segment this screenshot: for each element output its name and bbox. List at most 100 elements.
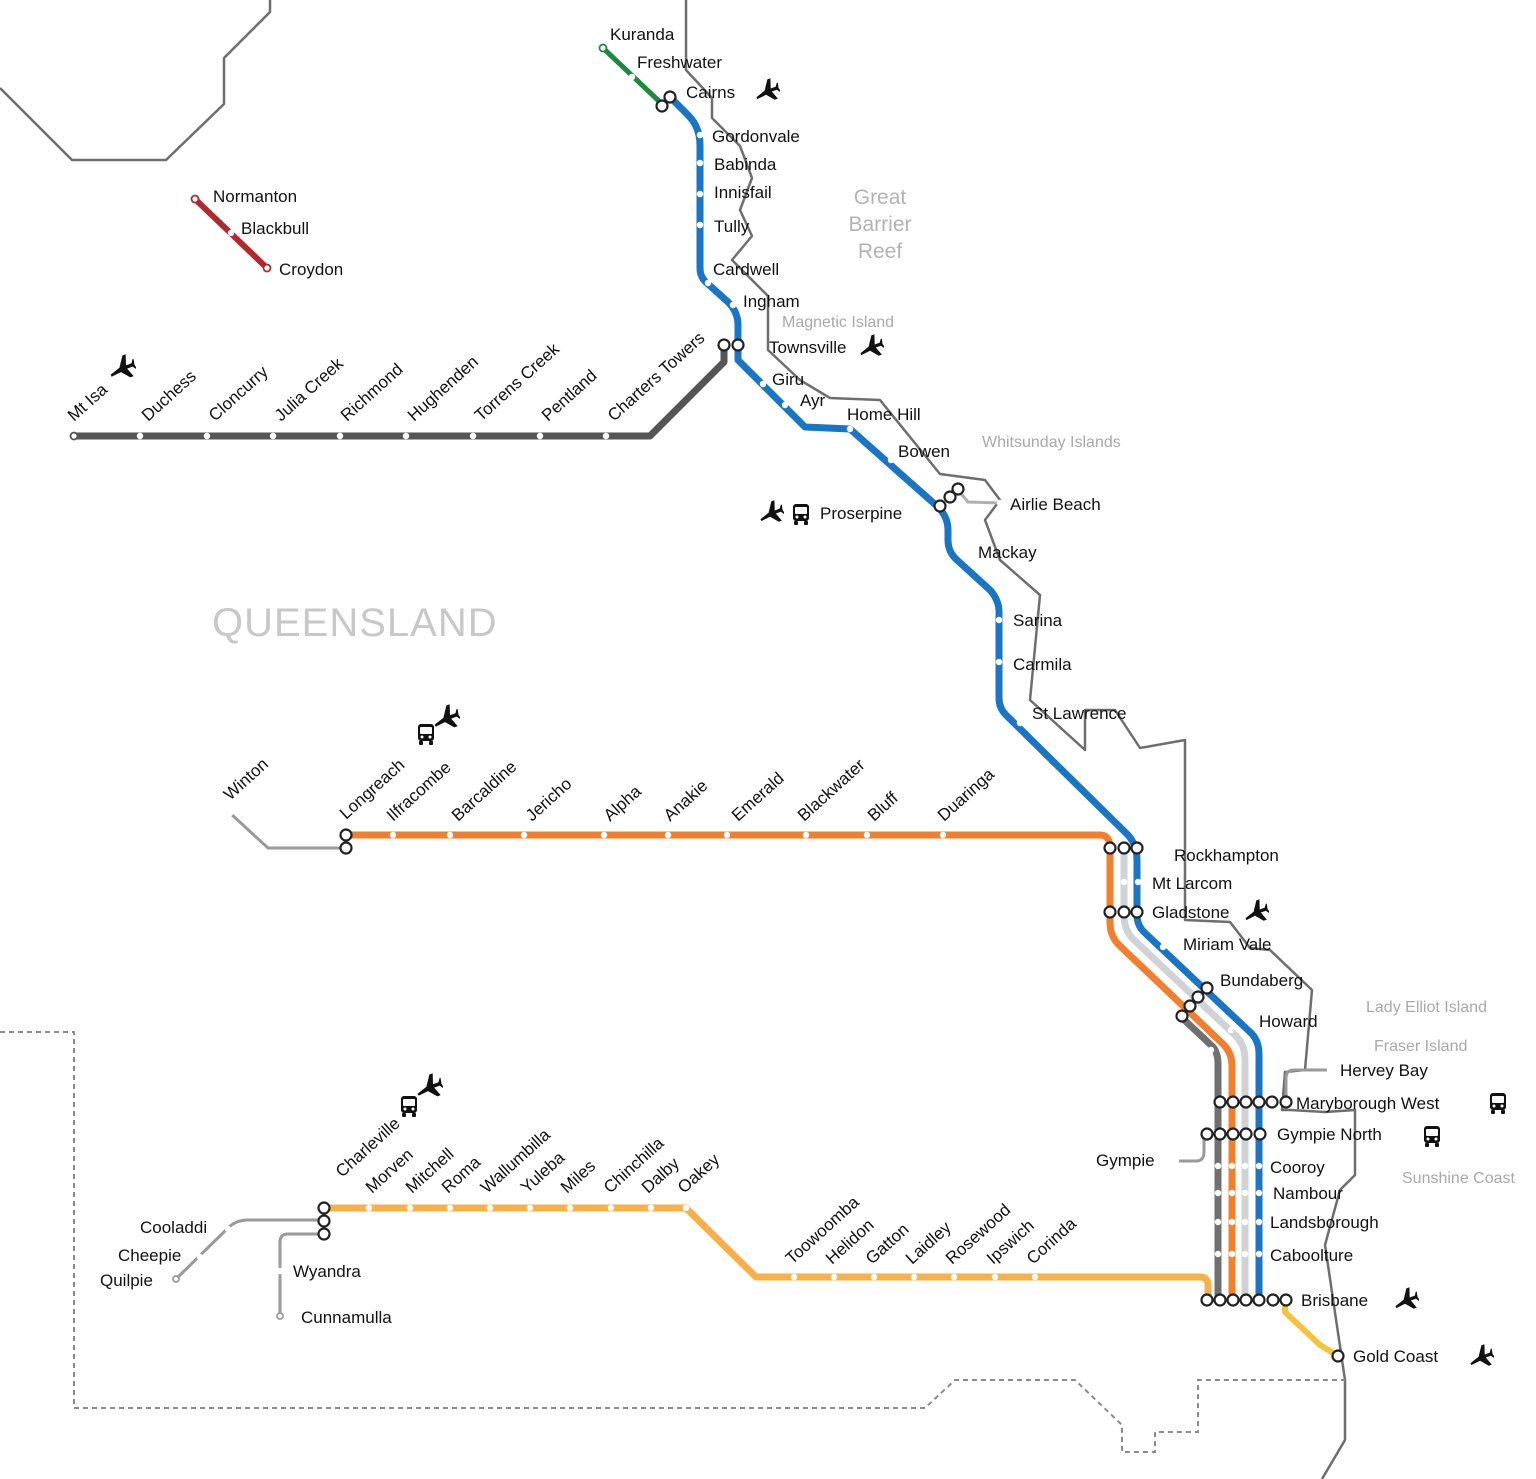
- magnetic-island-label: Magnetic Island: [782, 314, 894, 331]
- station-label-proserpine: Proserpine: [820, 504, 902, 523]
- station-dot: [950, 1273, 958, 1281]
- station-dot: [276, 1267, 284, 1275]
- station-dot: [846, 425, 854, 433]
- station-label-cairns: Cairns: [686, 83, 735, 102]
- station-label-quilpie: Quilpie: [100, 1271, 153, 1290]
- station-dot: [830, 1273, 838, 1281]
- westlander-line: [320, 1204, 1212, 1304]
- station-dot: [647, 1204, 655, 1212]
- interchange-ring: [1200, 1127, 1214, 1141]
- interchange-ring: [1266, 1293, 1280, 1307]
- interchange-ring: [731, 338, 745, 352]
- station-label-duaringa: Duaringa: [934, 764, 998, 825]
- station-dot: [696, 159, 704, 167]
- interchange-markers: [69, 43, 1345, 1363]
- station-dot: [1214, 1189, 1222, 1197]
- station-dot: [136, 432, 144, 440]
- station-dot: [1241, 1218, 1249, 1226]
- station-dot: [1227, 1026, 1235, 1034]
- interchange-ring: [1117, 905, 1131, 919]
- station-dot: [1031, 1273, 1039, 1281]
- reef-label-2: Barrier: [848, 213, 911, 236]
- station-label-oakey: Oakey: [674, 1150, 724, 1197]
- station-label-rockhampton: Rockhampton: [1174, 846, 1279, 865]
- station-label-gladstone: Gladstone: [1152, 903, 1230, 922]
- station-dot: [1159, 943, 1167, 951]
- longreach-bus-icon: [418, 724, 434, 745]
- station-dot: [995, 616, 1003, 624]
- station-label-carmila: Carmila: [1013, 655, 1072, 674]
- interchange-ring: [655, 99, 669, 113]
- station-dot: [600, 831, 608, 839]
- station-label-hughenden: Hughenden: [404, 352, 482, 425]
- station-dot: [1326, 1066, 1334, 1074]
- station-label-blackwater: Blackwater: [794, 755, 869, 825]
- station-label-gympie: Gympie: [1096, 1151, 1155, 1170]
- station-label-hervey-bay: Hervey Bay: [1340, 1061, 1428, 1080]
- cunnamulla-spur: [278, 1232, 326, 1318]
- interchange-ring: [317, 1201, 331, 1215]
- interchange-ring: [1103, 905, 1117, 919]
- station-dot: [723, 831, 731, 839]
- station-dot: [389, 831, 397, 839]
- interchange-ring: [943, 490, 957, 504]
- station-dot: [1228, 1162, 1236, 1170]
- station-label-bowen: Bowen: [898, 442, 950, 461]
- tilt-train-line: [1120, 844, 1249, 1304]
- interchange-ring: [1279, 1095, 1293, 1109]
- station-dot: [336, 432, 344, 440]
- interchange-ring: [172, 1275, 180, 1283]
- station-label-home-hill: Home Hill: [847, 405, 921, 424]
- interchange-ring: [1175, 1009, 1189, 1023]
- interchange-ring: [1279, 1293, 1293, 1307]
- station-label-wyandra: Wyandra: [293, 1262, 361, 1281]
- station-dot: [1228, 1218, 1236, 1226]
- interchange-ring: [1213, 1293, 1227, 1307]
- gold-coast-airplane-icon: [1468, 1344, 1494, 1370]
- maryborough-bus-icon: [1490, 1093, 1506, 1114]
- coastline: [0, 0, 1357, 1479]
- station-label-alpha: Alpha: [600, 781, 645, 825]
- station-label-winton: Winton: [220, 754, 272, 804]
- station-dot: [520, 831, 528, 839]
- mt-isa-airplane-icon: [108, 354, 136, 382]
- station-dot: [1214, 1250, 1222, 1258]
- station-dot: [781, 401, 789, 409]
- station-label-st-lawrence: St Lawrence: [1032, 704, 1127, 723]
- interchange-ring: [1239, 1293, 1253, 1307]
- interchange-ring: [1226, 1095, 1240, 1109]
- station-label-mackay: Mackay: [978, 543, 1037, 562]
- interchange-ring: [190, 194, 200, 204]
- station-dot: [995, 658, 1003, 666]
- station-label-anakie: Anakie: [660, 776, 711, 825]
- station-dot: [682, 1204, 690, 1212]
- station-dot: [446, 831, 454, 839]
- interchange-ring: [1226, 1127, 1240, 1141]
- gympie-spur: [1174, 1132, 1206, 1163]
- interchange-ring: [1265, 1095, 1279, 1109]
- station-label-cardwell: Cardwell: [713, 260, 779, 279]
- interchange-ring: [1191, 990, 1205, 1004]
- fraser-island-label: Fraser Island: [1374, 1038, 1467, 1055]
- interchange-ring: [1103, 841, 1117, 855]
- station-label-duchess: Duchess: [138, 367, 200, 425]
- interchange-ring: [663, 90, 677, 104]
- station-dot: [196, 1253, 204, 1261]
- station-label-normanton: Normanton: [213, 187, 297, 206]
- inlander-line: [70, 341, 728, 440]
- station-label-tully: Tully: [714, 217, 750, 236]
- proserpine-bus-icon: [793, 504, 809, 525]
- interchange-ring: [317, 1227, 331, 1241]
- station-dot: [1241, 1250, 1249, 1258]
- station-dot: [269, 432, 277, 440]
- interchange-ring: [1200, 1293, 1214, 1307]
- gladstone-airplane-icon: [1243, 899, 1269, 925]
- station-dot: [1255, 1189, 1263, 1197]
- station-label-cheepie: Cheepie: [118, 1246, 181, 1265]
- interchange-ring: [1130, 841, 1144, 855]
- interchange-ring: [951, 482, 965, 496]
- longreach-airplane-icon: [432, 704, 460, 732]
- station-dot: [469, 432, 477, 440]
- station-dot: [607, 1204, 615, 1212]
